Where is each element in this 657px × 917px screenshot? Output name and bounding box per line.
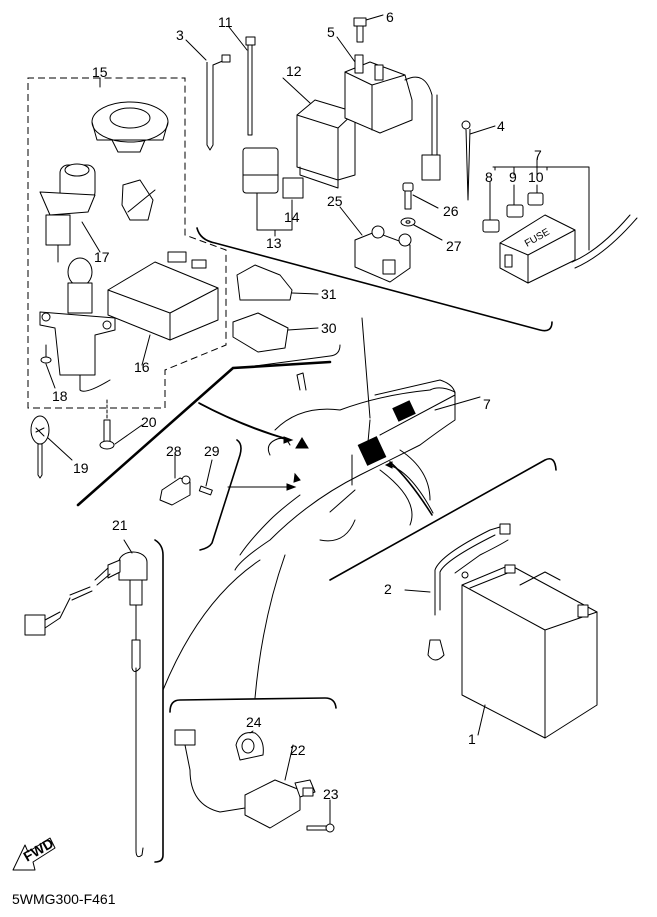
callout-labels: 1 2 3 4 5 6 7 7 8 9 10 11 12 13 14 15 16… xyxy=(52,9,544,802)
key xyxy=(30,415,73,479)
callout-6: 6 xyxy=(386,9,394,25)
sensor-28 xyxy=(159,454,191,506)
lock-set-group xyxy=(27,77,227,409)
callout-19: 19 xyxy=(73,460,89,476)
cable-tie-3 xyxy=(185,39,231,151)
fuse-8 xyxy=(482,181,500,233)
cable-tie-4 xyxy=(461,120,496,201)
washer-27 xyxy=(400,217,443,241)
callout-20: 20 xyxy=(141,414,157,430)
ignitor-unit xyxy=(107,251,219,366)
latch xyxy=(121,179,156,221)
callout-15: 15 xyxy=(92,64,108,80)
clamp-24 xyxy=(235,730,264,761)
motorcycle-outline xyxy=(199,372,481,571)
cable-tie-11 xyxy=(228,26,256,136)
connector-cover xyxy=(232,264,319,353)
screw-29 xyxy=(198,459,213,496)
callout-23: 23 xyxy=(323,786,339,802)
fwd-arrow-icon: FWD xyxy=(12,835,56,871)
callout-3: 3 xyxy=(176,27,184,43)
callout-17: 17 xyxy=(94,249,110,265)
callout-5: 5 xyxy=(327,24,335,40)
callout-18: 18 xyxy=(52,388,68,404)
callout-25: 25 xyxy=(327,193,343,209)
relay-12 xyxy=(282,77,356,189)
callout-2: 2 xyxy=(384,581,392,597)
callout-22: 22 xyxy=(290,742,306,758)
screw-23 xyxy=(306,799,335,833)
callout-30: 30 xyxy=(321,320,337,336)
callout-26: 26 xyxy=(443,203,459,219)
bolt-26 xyxy=(402,182,439,210)
callout-27: 27 xyxy=(446,238,462,254)
fuse-10 xyxy=(527,184,544,206)
starter-relay xyxy=(336,36,441,181)
horn xyxy=(24,539,148,858)
part-code: 5WMG300-F461 xyxy=(12,891,116,907)
callout-1: 1 xyxy=(468,731,476,747)
bolt-6 xyxy=(353,14,384,43)
seat-lock xyxy=(39,163,101,263)
callout-7: 7 xyxy=(534,147,542,163)
callout-4: 4 xyxy=(497,118,505,134)
callout-9: 9 xyxy=(509,169,517,185)
bolt-18 xyxy=(40,344,56,389)
callout-29: 29 xyxy=(204,443,220,459)
relay-25 xyxy=(339,206,412,283)
callout-7-bike: 7 xyxy=(483,396,491,412)
callout-14: 14 xyxy=(284,209,300,225)
ignition-switch xyxy=(39,257,116,392)
fuel-cap xyxy=(91,101,169,153)
battery-lead xyxy=(404,523,511,661)
group-boundaries xyxy=(76,227,557,863)
callout-13: 13 xyxy=(266,235,282,251)
callout-24: 24 xyxy=(246,714,262,730)
battery xyxy=(461,564,598,739)
sensor-22-group xyxy=(174,729,316,829)
callout-31: 31 xyxy=(321,286,337,302)
fuse-9 xyxy=(506,184,524,218)
relay-13 xyxy=(242,147,304,237)
callout-8: 8 xyxy=(485,169,493,185)
callout-21: 21 xyxy=(112,517,128,533)
callout-11: 11 xyxy=(218,14,233,30)
bolt-20 xyxy=(99,399,143,450)
callout-10: 10 xyxy=(528,169,544,185)
callout-12: 12 xyxy=(286,63,302,79)
callout-16: 16 xyxy=(134,359,150,375)
callout-28: 28 xyxy=(166,443,182,459)
fuse-box: FUSE xyxy=(492,159,638,284)
